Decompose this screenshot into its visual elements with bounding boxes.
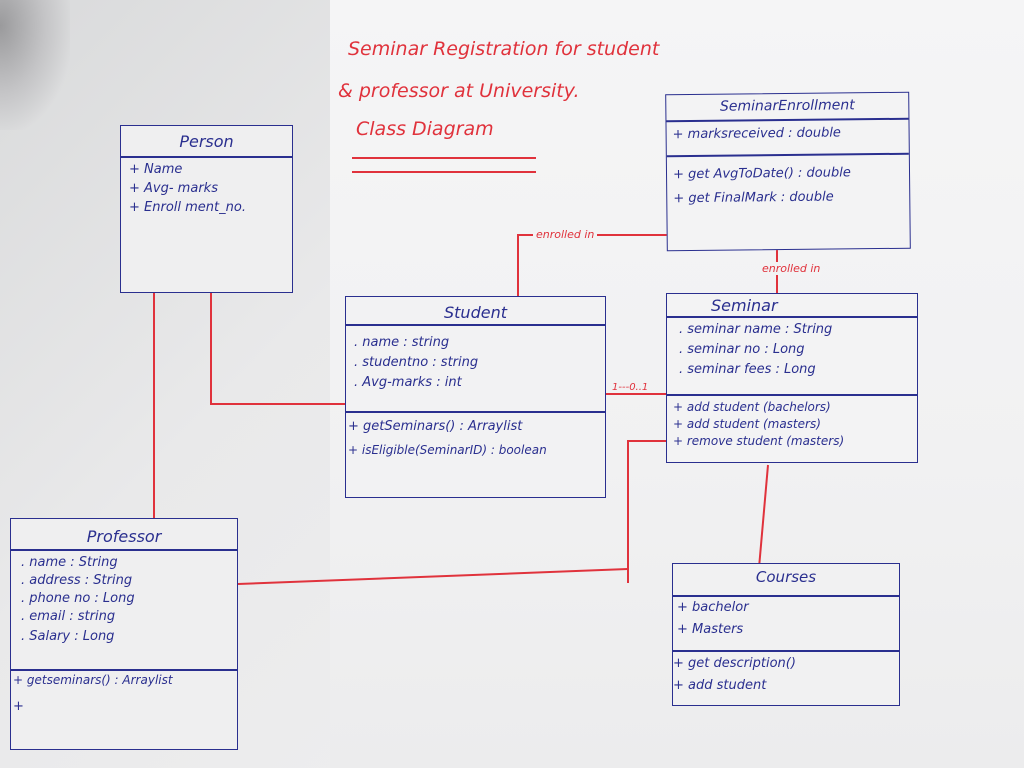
professor-attribute: . email : string xyxy=(21,609,116,624)
class-student: Student . name : string . studentno : st… xyxy=(345,296,606,498)
class-seminar-enrollment-name: SeminarEnrollment xyxy=(719,97,855,115)
title-underline-1 xyxy=(352,157,536,159)
class-seminar-divider-1 xyxy=(667,316,917,318)
class-professor: Professor . name : String . address : St… xyxy=(10,518,238,750)
courses-attribute: + bachelor xyxy=(677,600,749,615)
student-attribute: . name : string xyxy=(354,335,450,350)
professor-method: + getseminars() : Arraylist xyxy=(13,673,173,687)
seminar-method: + add student (masters) xyxy=(673,417,821,431)
class-professor-divider-2 xyxy=(11,669,237,671)
class-person-name: Person xyxy=(179,132,234,151)
class-student-name: Student xyxy=(444,303,507,322)
seminar-method: + remove student (masters) xyxy=(673,434,845,448)
student-attribute: . studentno : string xyxy=(354,355,479,370)
class-professor-name: Professor xyxy=(86,527,162,546)
seminar-attribute: . seminar fees : Long xyxy=(679,362,816,377)
class-student-divider-1 xyxy=(346,324,605,326)
person-student-link-vertical xyxy=(210,292,212,404)
class-courses-divider-1 xyxy=(673,595,899,597)
student-enrollment-link-vertical xyxy=(517,234,519,298)
title-underline-2 xyxy=(352,171,536,173)
class-courses: Courses + bachelor + Masters + get descr… xyxy=(672,563,900,706)
student-seminar-link xyxy=(604,393,666,395)
enrolled-in-label-2: enrolled in xyxy=(760,262,823,275)
class-seminar-name: Seminar xyxy=(711,296,778,315)
courses-attribute: + Masters xyxy=(677,622,744,637)
class-courses-name: Courses xyxy=(755,568,817,586)
student-method: + isEligible(SeminarID) : boolean xyxy=(348,443,547,457)
person-professor-link xyxy=(153,292,155,522)
class-person-divider xyxy=(121,156,292,158)
professor-attribute: . address : String xyxy=(21,573,133,588)
professor-attribute: . phone no : Long xyxy=(21,591,135,606)
class-seminar-divider-2 xyxy=(667,394,917,396)
class-seminar-enrollment-divider-2 xyxy=(666,152,909,157)
professor-method: + xyxy=(13,699,24,714)
professor-seminar-link-top xyxy=(627,440,667,442)
courses-method: + get description() xyxy=(673,656,796,671)
person-attribute: + Name xyxy=(129,162,183,177)
professor-attribute: . Salary : Long xyxy=(21,629,115,644)
class-student-divider-2 xyxy=(346,411,605,413)
class-seminar-enrollment: SeminarEnrollment + marksreceived : doub… xyxy=(665,91,911,252)
background-shadow xyxy=(0,0,70,130)
multiplicity-label: 1---0..1 xyxy=(612,382,649,393)
title-line-1: Seminar Registration for student xyxy=(348,38,660,60)
professor-seminar-link-vertical xyxy=(627,440,629,583)
person-attribute: + Enroll ment_no. xyxy=(129,200,246,215)
courses-method: + add student xyxy=(673,678,767,693)
professor-attribute: . name : String xyxy=(21,555,118,570)
class-person: Person + Name + Avg- marks + Enroll ment… xyxy=(120,125,293,293)
seminar-method: + add student (bachelors) xyxy=(673,400,831,414)
title-line-3: Class Diagram xyxy=(356,118,494,140)
class-courses-divider-2 xyxy=(673,650,899,652)
enrolled-in-label-1: enrolled in xyxy=(533,228,598,241)
title-line-2: & professor at University. xyxy=(338,80,580,102)
student-method: + getSeminars() : Arraylist xyxy=(348,419,523,434)
seminar-attribute: . seminar name : String xyxy=(679,322,833,337)
class-seminar-enrollment-divider-1 xyxy=(666,117,909,122)
seminar-attribute: . seminar no : Long xyxy=(679,342,805,357)
student-attribute: . Avg-marks : int xyxy=(354,375,462,390)
class-professor-divider-1 xyxy=(11,549,237,551)
seminar-enrollment-method: + get FinalMark : double xyxy=(673,189,834,207)
class-seminar: Seminar . seminar name : String . semina… xyxy=(666,293,918,463)
seminar-enrollment-attribute: + marksreceived : double xyxy=(672,125,841,143)
seminar-enrollment-method: + get AvgToDate() : double xyxy=(672,165,851,183)
person-student-link-horizontal xyxy=(210,403,346,405)
person-attribute: + Avg- marks xyxy=(129,181,218,196)
